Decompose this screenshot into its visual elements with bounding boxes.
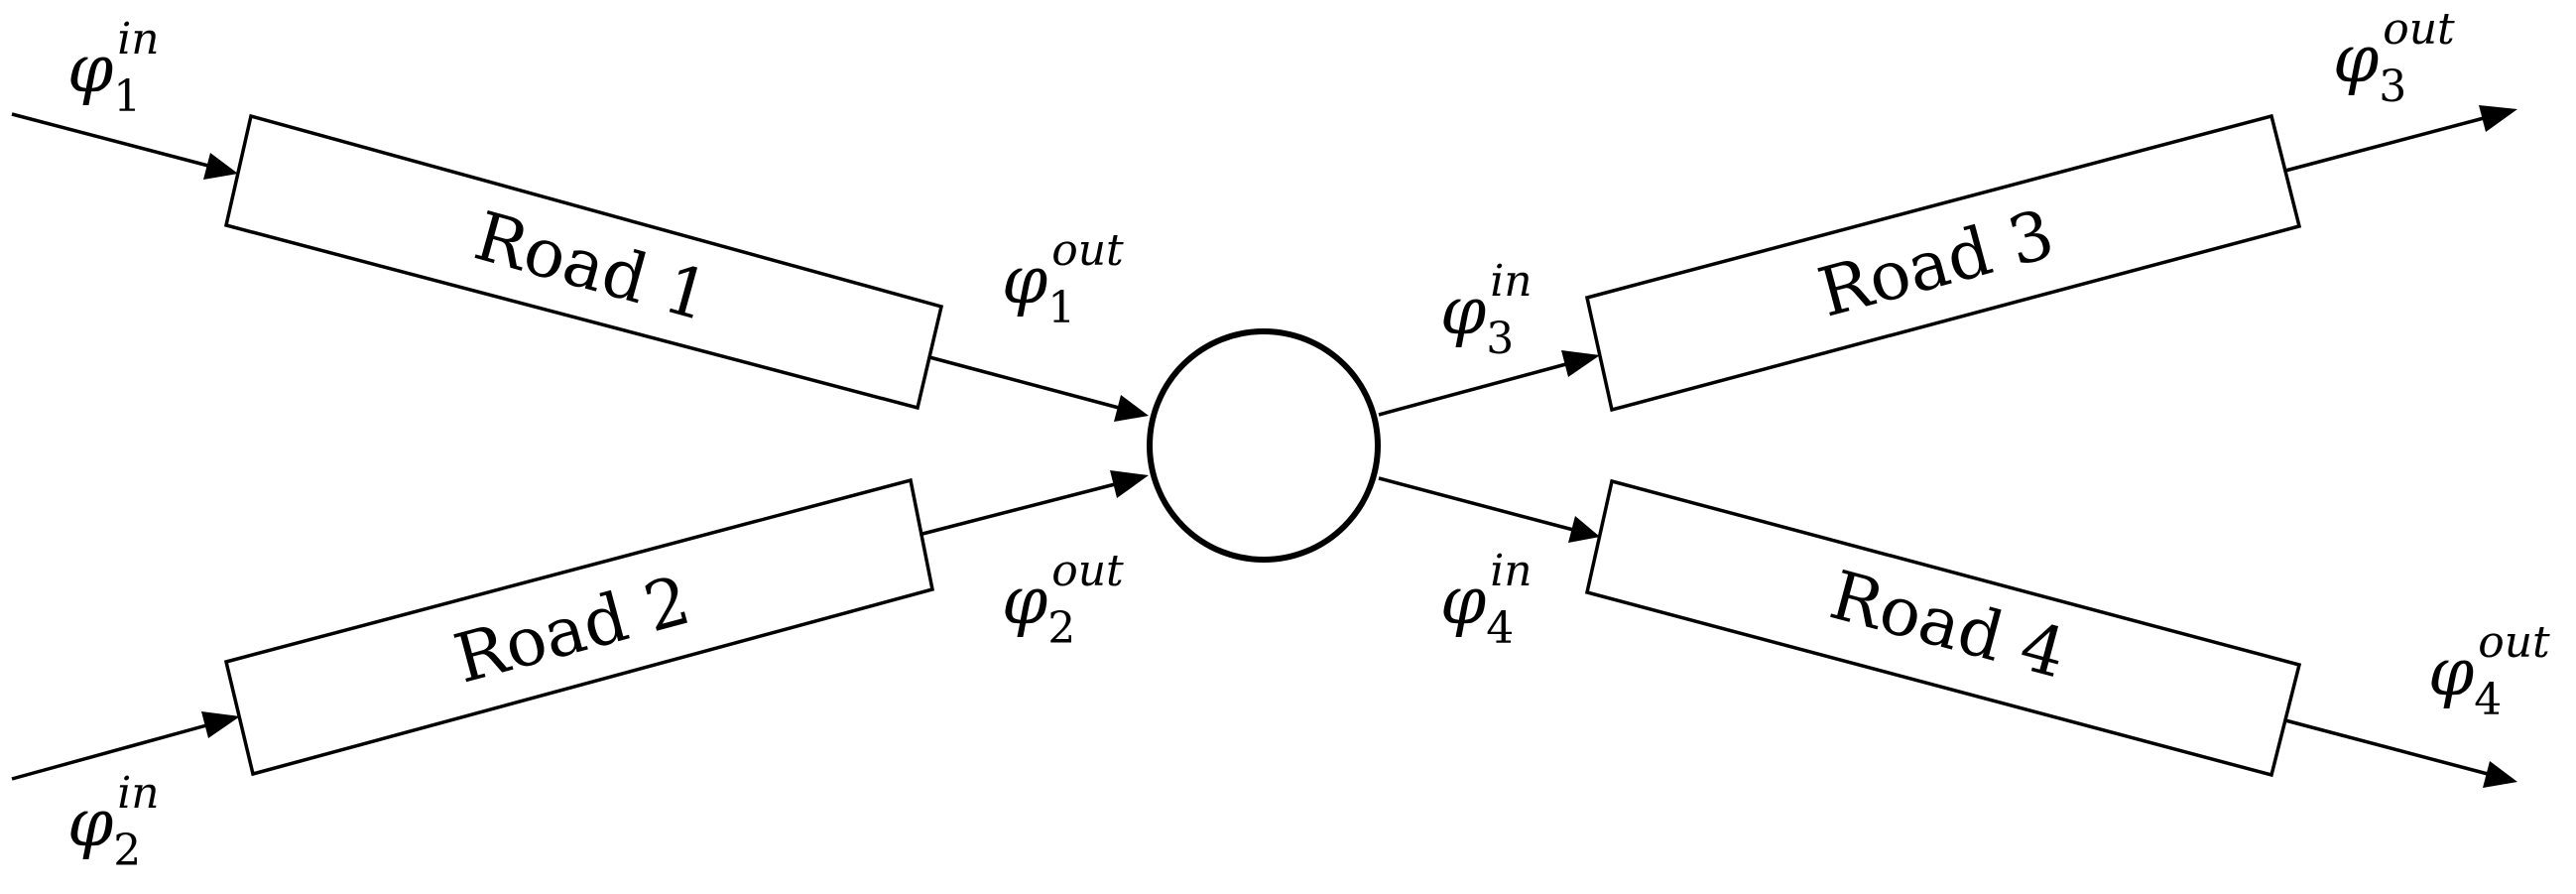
- flux-label-phi-3-out: φ3out: [2333, 4, 2455, 112]
- edge-road-2-to-junction: [921, 470, 1149, 536]
- edge-road-3-outflow: [2284, 105, 2517, 173]
- edge-road-4-outflow: [2284, 718, 2517, 788]
- flux-label-phi-1-out: φ1out: [1002, 225, 1124, 333]
- flux-label-phi-2-out: φ2out: [1002, 546, 1124, 654]
- road-4-box: Road 4: [1584, 478, 2302, 778]
- flux-label-phi-4-in: φ4in: [1440, 546, 1533, 654]
- edge-junction-to-road-4: [1378, 476, 1600, 543]
- edge-road-1-to-junction: [928, 355, 1149, 422]
- road-3-box: Road 3: [1584, 113, 2302, 413]
- flux-label-phi-2-in: φ2in: [67, 768, 160, 876]
- road-2-box: Road 2: [223, 477, 935, 777]
- junction-node: [1147, 328, 1381, 563]
- edge-junction-to-road-3: [1378, 350, 1600, 417]
- road-1-box: Road 1: [223, 113, 944, 411]
- flux-label-phi-4-out: φ4out: [2428, 617, 2550, 725]
- edge-road-1-inflow: [11, 112, 238, 180]
- flux-label-phi-1-in: φ1in: [67, 14, 160, 122]
- flux-label-phi-3-in: φ3in: [1440, 256, 1533, 364]
- edge-road-2-inflow: [11, 711, 240, 781]
